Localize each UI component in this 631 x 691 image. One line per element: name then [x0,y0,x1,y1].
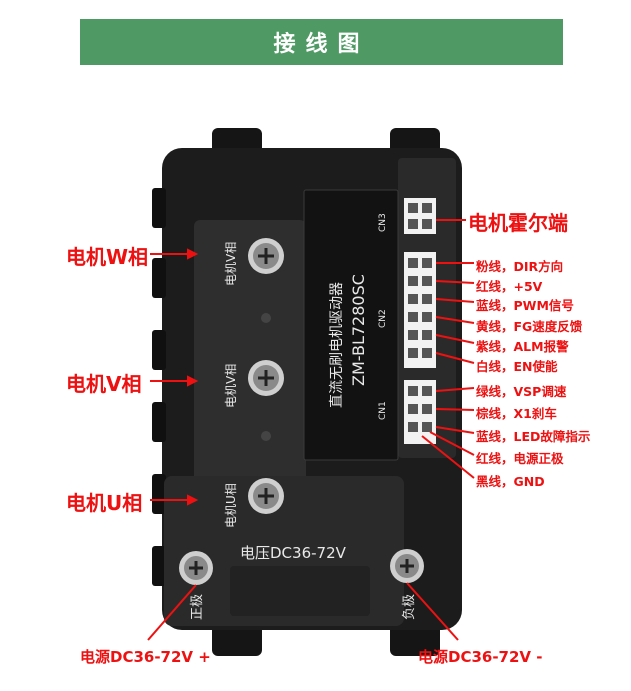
wire-label: 绿线，VSP调速 [476,384,567,399]
wire-label: 黑线，GND [476,474,545,489]
wire-label: 红线，+5V [476,279,543,294]
motor-u-label: 电机U相 [66,491,143,515]
wire-label: 蓝线，LED故障指示 [476,429,591,444]
wire-label: 蓝线，PWM信号 [476,298,574,313]
connector-cn3 [404,198,436,234]
terminal-label-3: 电机U相 [224,483,238,528]
negative-label: 负极 [402,593,417,620]
leader-lines [147,219,475,641]
connector-label-cn1: CN1 [378,401,388,420]
terminal-screw-positive [179,551,213,585]
connector-cn2 [404,252,436,368]
wire-label: 棕线，X1刹车 [476,406,557,421]
wire-label: 紫线，ALM报警 [476,339,569,354]
terminal-screw-negative [390,549,424,583]
terminal-screw-v [248,360,284,396]
model-number: ZM-BL7280SC [349,274,368,386]
connector-label-cn3: CN3 [378,213,388,232]
positive-label: 正极 [190,593,205,620]
connector-cn1 [404,380,436,444]
hall-label: 电机霍尔端 [468,211,568,235]
model-name: 直流无刷电机驱动器 [329,282,345,408]
motor-w-label: 电机W相 [66,245,149,269]
wire-label: 粉线，DIR方向 [476,259,564,274]
terminal-label-1: 电机V相 [224,241,238,286]
terminal-screw-u [248,478,284,514]
page-title: 接线图 [80,19,563,65]
wire-label: 白线，EN使能 [476,359,558,374]
terminal-screw-w [248,238,284,274]
power-negative-label: 电源DC36-72V - [418,648,543,666]
terminal-label-2: 电机V相 [224,363,238,408]
connector-label-cn2: CN2 [378,309,388,328]
voltage-rating: 电压DC36-72V [240,544,346,562]
motor-v-label: 电机V相 [66,372,142,396]
wire-label: 黄线，FG速度反馈 [476,319,583,334]
power-positive-label: 电源DC36-72V + [80,648,211,666]
wire-label: 红线，电源正极 [476,451,564,466]
